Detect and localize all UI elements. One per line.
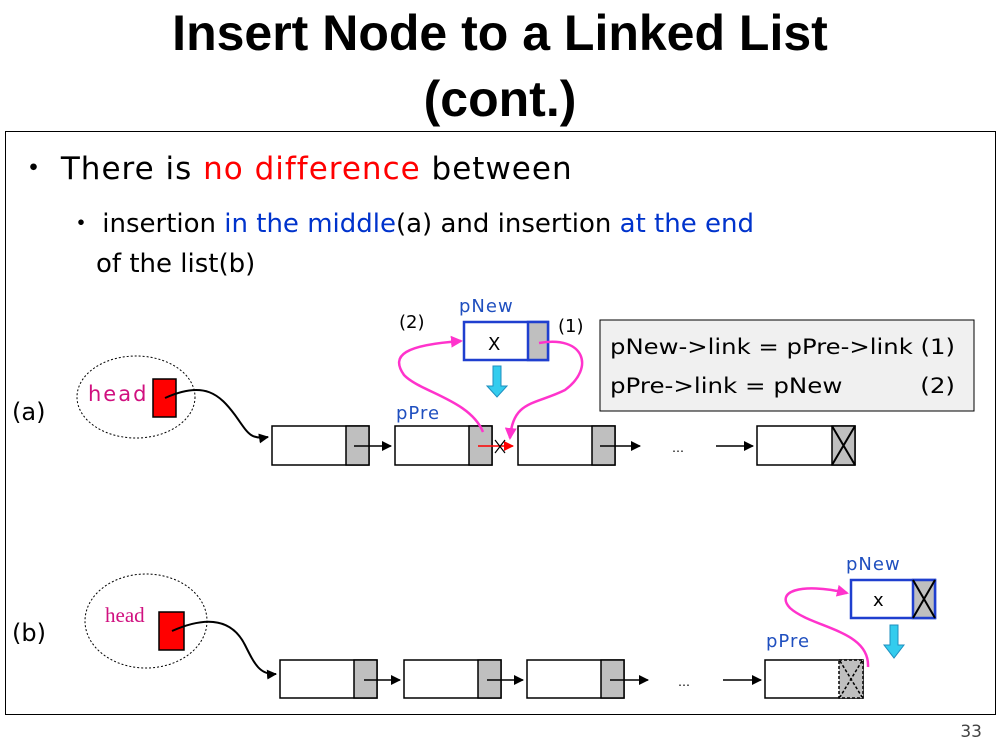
- node-b3: [526, 659, 625, 699]
- slide-title-line-1: Insert Node to a Linked List: [172, 5, 828, 61]
- node-b-last-ppre: [764, 659, 864, 699]
- sub-bullet-continuation: of the list(b): [96, 249, 256, 279]
- node-a-last: [756, 425, 856, 466]
- new-node-b: [849, 578, 937, 620]
- ellipsis-b: …: [678, 675, 690, 689]
- slide-title-line-2: (cont.): [423, 71, 577, 127]
- code-line-2: pPre->link = pNew (2): [610, 374, 955, 398]
- node-a2-ppre: [394, 425, 493, 466]
- bullet-text: There is: [50, 151, 204, 187]
- head-cloud-a: [76, 355, 196, 439]
- sub-bullet-text-mid: (a) and insertion: [395, 209, 620, 239]
- bullet-dot: ・: [18, 151, 50, 187]
- step-1-label: (1): [558, 316, 584, 337]
- down-arrow-icon-b: [882, 624, 906, 659]
- pnew-label-a: pNew: [459, 296, 514, 317]
- head-pointer-box-b: [158, 611, 185, 651]
- new-node-value-b: x: [873, 590, 884, 611]
- page-number: 33: [960, 722, 982, 742]
- step-2-arrow: [397, 335, 485, 433]
- label-b: (b): [12, 619, 46, 647]
- step-1-arrow: [504, 340, 584, 440]
- head-arrow-a: [164, 388, 269, 444]
- sub-bullet-text: insertion: [94, 209, 225, 239]
- head-pointer-box-a: [152, 378, 177, 418]
- bullet-text-end: between: [420, 151, 573, 187]
- ppre-label-b: pPre: [766, 631, 810, 652]
- ppre-label-a: pPre: [396, 403, 440, 424]
- head-label-a: head: [88, 382, 148, 406]
- ellipsis-a: …: [672, 441, 684, 455]
- node-a3: [517, 425, 616, 466]
- pnew-label-b: pNew: [846, 554, 901, 575]
- sub-bullet-dot: ・: [68, 209, 95, 239]
- step-2-label: (2): [399, 312, 425, 333]
- label-a: (a): [12, 398, 45, 426]
- link-arrow-b-new: [784, 584, 870, 668]
- new-node-a: [462, 320, 550, 362]
- head-label-b: head: [105, 603, 145, 627]
- node-b2: [403, 659, 502, 699]
- head-arrow-b: [171, 620, 277, 680]
- node-b1: [279, 659, 378, 699]
- bullet-no-difference: ・ There is no difference between: [18, 143, 573, 188]
- code-box: [599, 319, 975, 412]
- new-node-value-a: X: [488, 334, 500, 355]
- node-a1: [271, 425, 370, 466]
- cut-mark-a: [494, 439, 506, 454]
- sub-bullet-insertion: ・ insertion in the middle(a) and inserti…: [68, 203, 754, 240]
- highlight-at-the-end: at the end: [619, 209, 754, 239]
- content-frame: [5, 131, 996, 715]
- highlight-in-the-middle: in the middle: [224, 209, 396, 239]
- head-cloud-b: [84, 573, 208, 669]
- down-arrow-icon-a: [485, 365, 509, 398]
- code-line-1: pNew->link = pPre->link (1): [610, 335, 955, 359]
- highlight-no-difference: no difference: [203, 151, 421, 187]
